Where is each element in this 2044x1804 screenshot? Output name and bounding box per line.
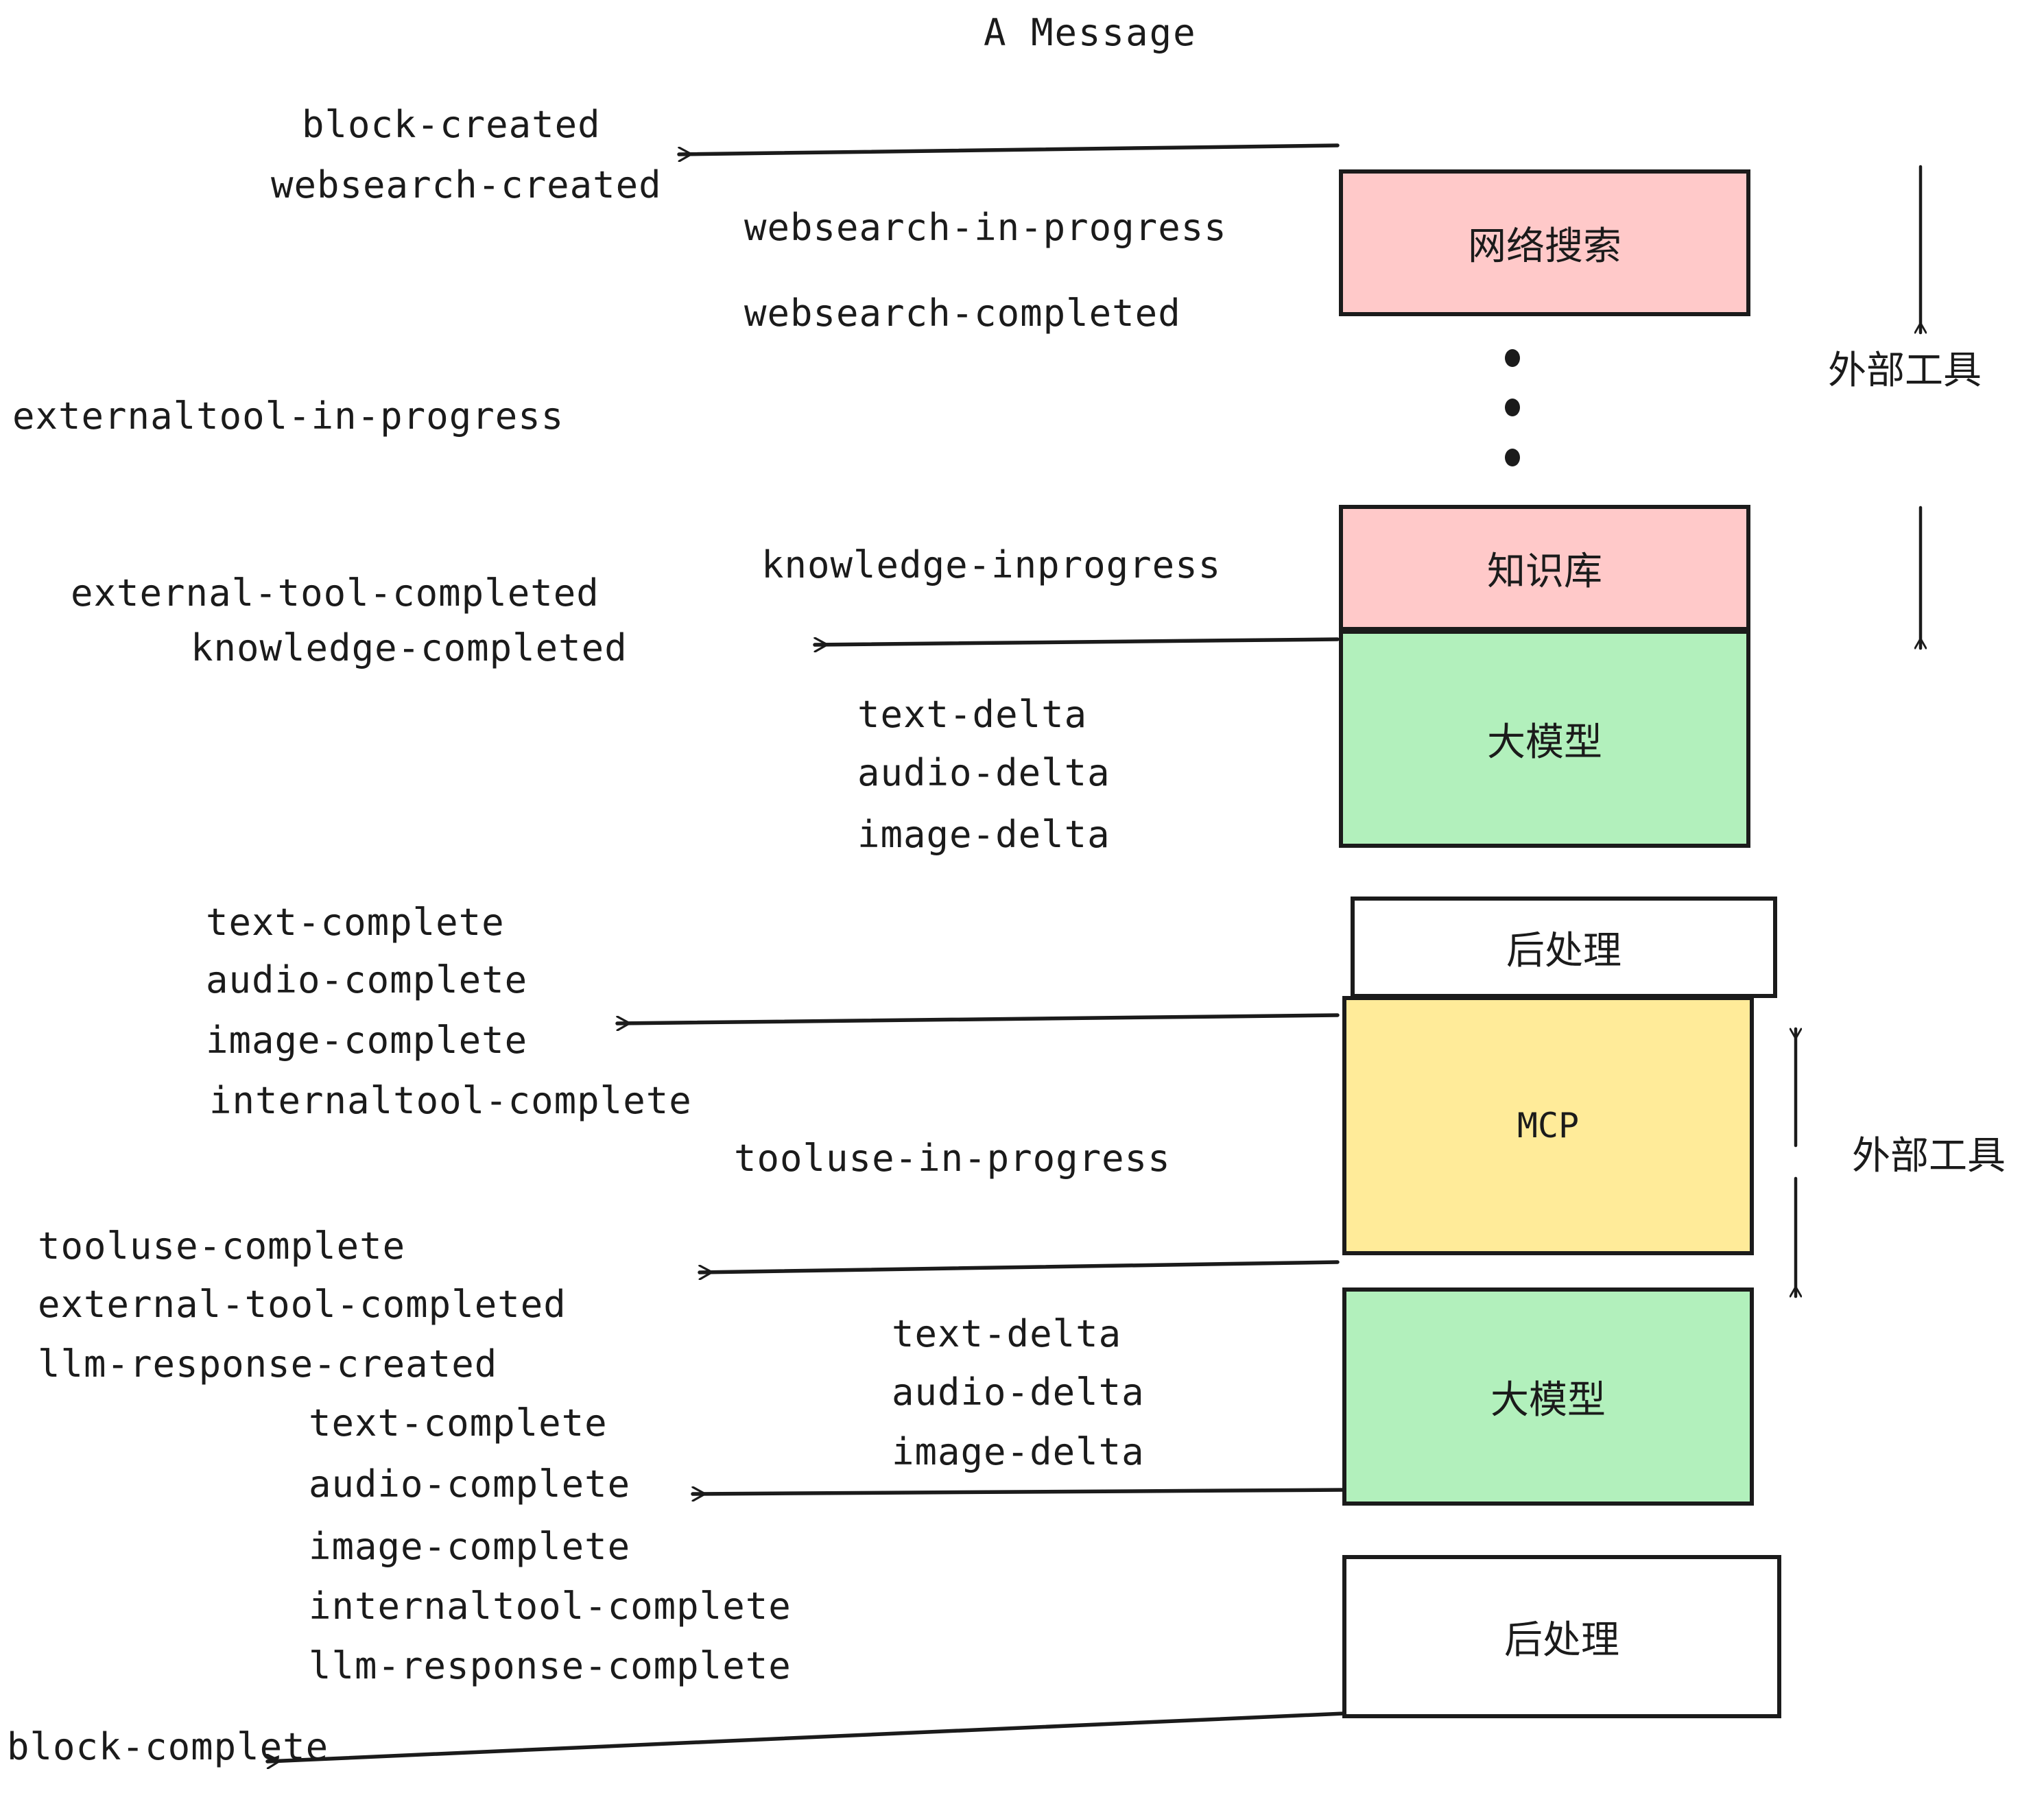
event-label-text-delta-2: text-delta <box>892 1312 1122 1355</box>
event-label-text-delta-1: text-delta <box>857 693 1088 736</box>
event-label-knowledge-completed: knowledge-completed <box>191 626 628 669</box>
box-label-llm-bottom: 大模型 <box>1490 1377 1606 1423</box>
box-label-postprocess-bottom: 后处理 <box>1504 1617 1619 1663</box>
box-label-postprocess-top: 后处理 <box>1506 928 1621 973</box>
ellipsis-dots-layer <box>1505 349 1520 466</box>
event-label-websearch-in-progress: websearch-in-progress <box>744 206 1227 249</box>
box-websearch <box>1339 169 1750 316</box>
box-llm-top <box>1339 630 1750 848</box>
event-label-block-created: block-created <box>302 103 601 146</box>
arrow-tooluse-complete <box>698 1260 1340 1272</box>
event-label-websearch-completed: websearch-completed <box>744 292 1181 335</box>
arrow-image-complete <box>615 1013 1340 1023</box>
event-label-audio-complete-1: audio-complete <box>206 958 528 1001</box>
arrow-block-created <box>677 143 1340 154</box>
event-label-text-complete-2: text-complete <box>309 1401 608 1445</box>
dot-3 <box>1505 449 1520 466</box>
arrow-audio-complete <box>691 1490 1346 1494</box>
boxes-layer <box>1339 169 1781 1718</box>
page-title: A Message <box>984 11 1197 54</box>
box-label-mcp: MCP <box>1517 1106 1580 1146</box>
range-arrows-layer <box>1796 165 1921 1298</box>
event-label-text-complete-1: text-complete <box>206 901 505 944</box>
box-label-websearch: 网络搜索 <box>1468 224 1621 269</box>
event-label-image-complete-2: image-complete <box>309 1525 631 1568</box>
event-label-llm-response-complete: llm-response-complete <box>309 1644 792 1687</box>
event-label-audio-delta-2: audio-delta <box>892 1370 1145 1414</box>
event-label-websearch-created: websearch-created <box>271 163 662 206</box>
event-label-internaltool-complete-2: internaltool-complete <box>309 1585 792 1628</box>
box-llm-bottom <box>1342 1287 1754 1506</box>
box-label-knowledge: 知识库 <box>1487 549 1602 594</box>
event-label-image-delta-2: image-delta <box>892 1430 1145 1473</box>
side-label-external-tools-bottom: 外部工具 <box>1852 1134 2006 1178</box>
event-label-llm-response-created: llm-response-created <box>38 1342 498 1386</box>
arrows-layer <box>265 143 1346 1761</box>
box-postprocess-top <box>1351 897 1777 998</box>
dot-2 <box>1505 399 1520 416</box>
box-label-llm-top: 大模型 <box>1487 720 1602 765</box>
arrow-block-complete <box>265 1711 1346 1761</box>
event-label-image-complete-1: image-complete <box>206 1019 528 1062</box>
event-label-knowledge-inprogress: knowledge-inprogress <box>761 543 1222 586</box>
arrow-knowledge-completed <box>813 639 1340 645</box>
event-label-block-complete: block-complete <box>7 1725 329 1768</box>
box-mcp <box>1342 996 1754 1255</box>
event-label-external-tool-completed-1: external-tool-completed <box>71 571 599 615</box>
event-label-image-delta-1: image-delta <box>857 813 1110 856</box>
event-label-audio-complete-2: audio-complete <box>309 1462 631 1506</box>
event-label-internaltool-complete-1: internaltool-complete <box>209 1079 692 1122</box>
box-postprocess-bottom <box>1342 1555 1781 1718</box>
event-label-tooluse-complete: tooluse-complete <box>38 1224 406 1268</box>
event-label-audio-delta-1: audio-delta <box>857 751 1110 794</box>
dot-1 <box>1505 349 1520 367</box>
event-label-tooluse-in-progress: tooluse-in-progress <box>734 1137 1171 1180</box>
event-label-externaltool-in-progress: externaltool-in-progress <box>12 394 565 438</box>
event-label-external-tool-completed-2: external-tool-completed <box>38 1283 567 1326</box>
box-knowledge <box>1339 505 1750 631</box>
side-label-external-tools-top: 外部工具 <box>1828 348 1982 393</box>
